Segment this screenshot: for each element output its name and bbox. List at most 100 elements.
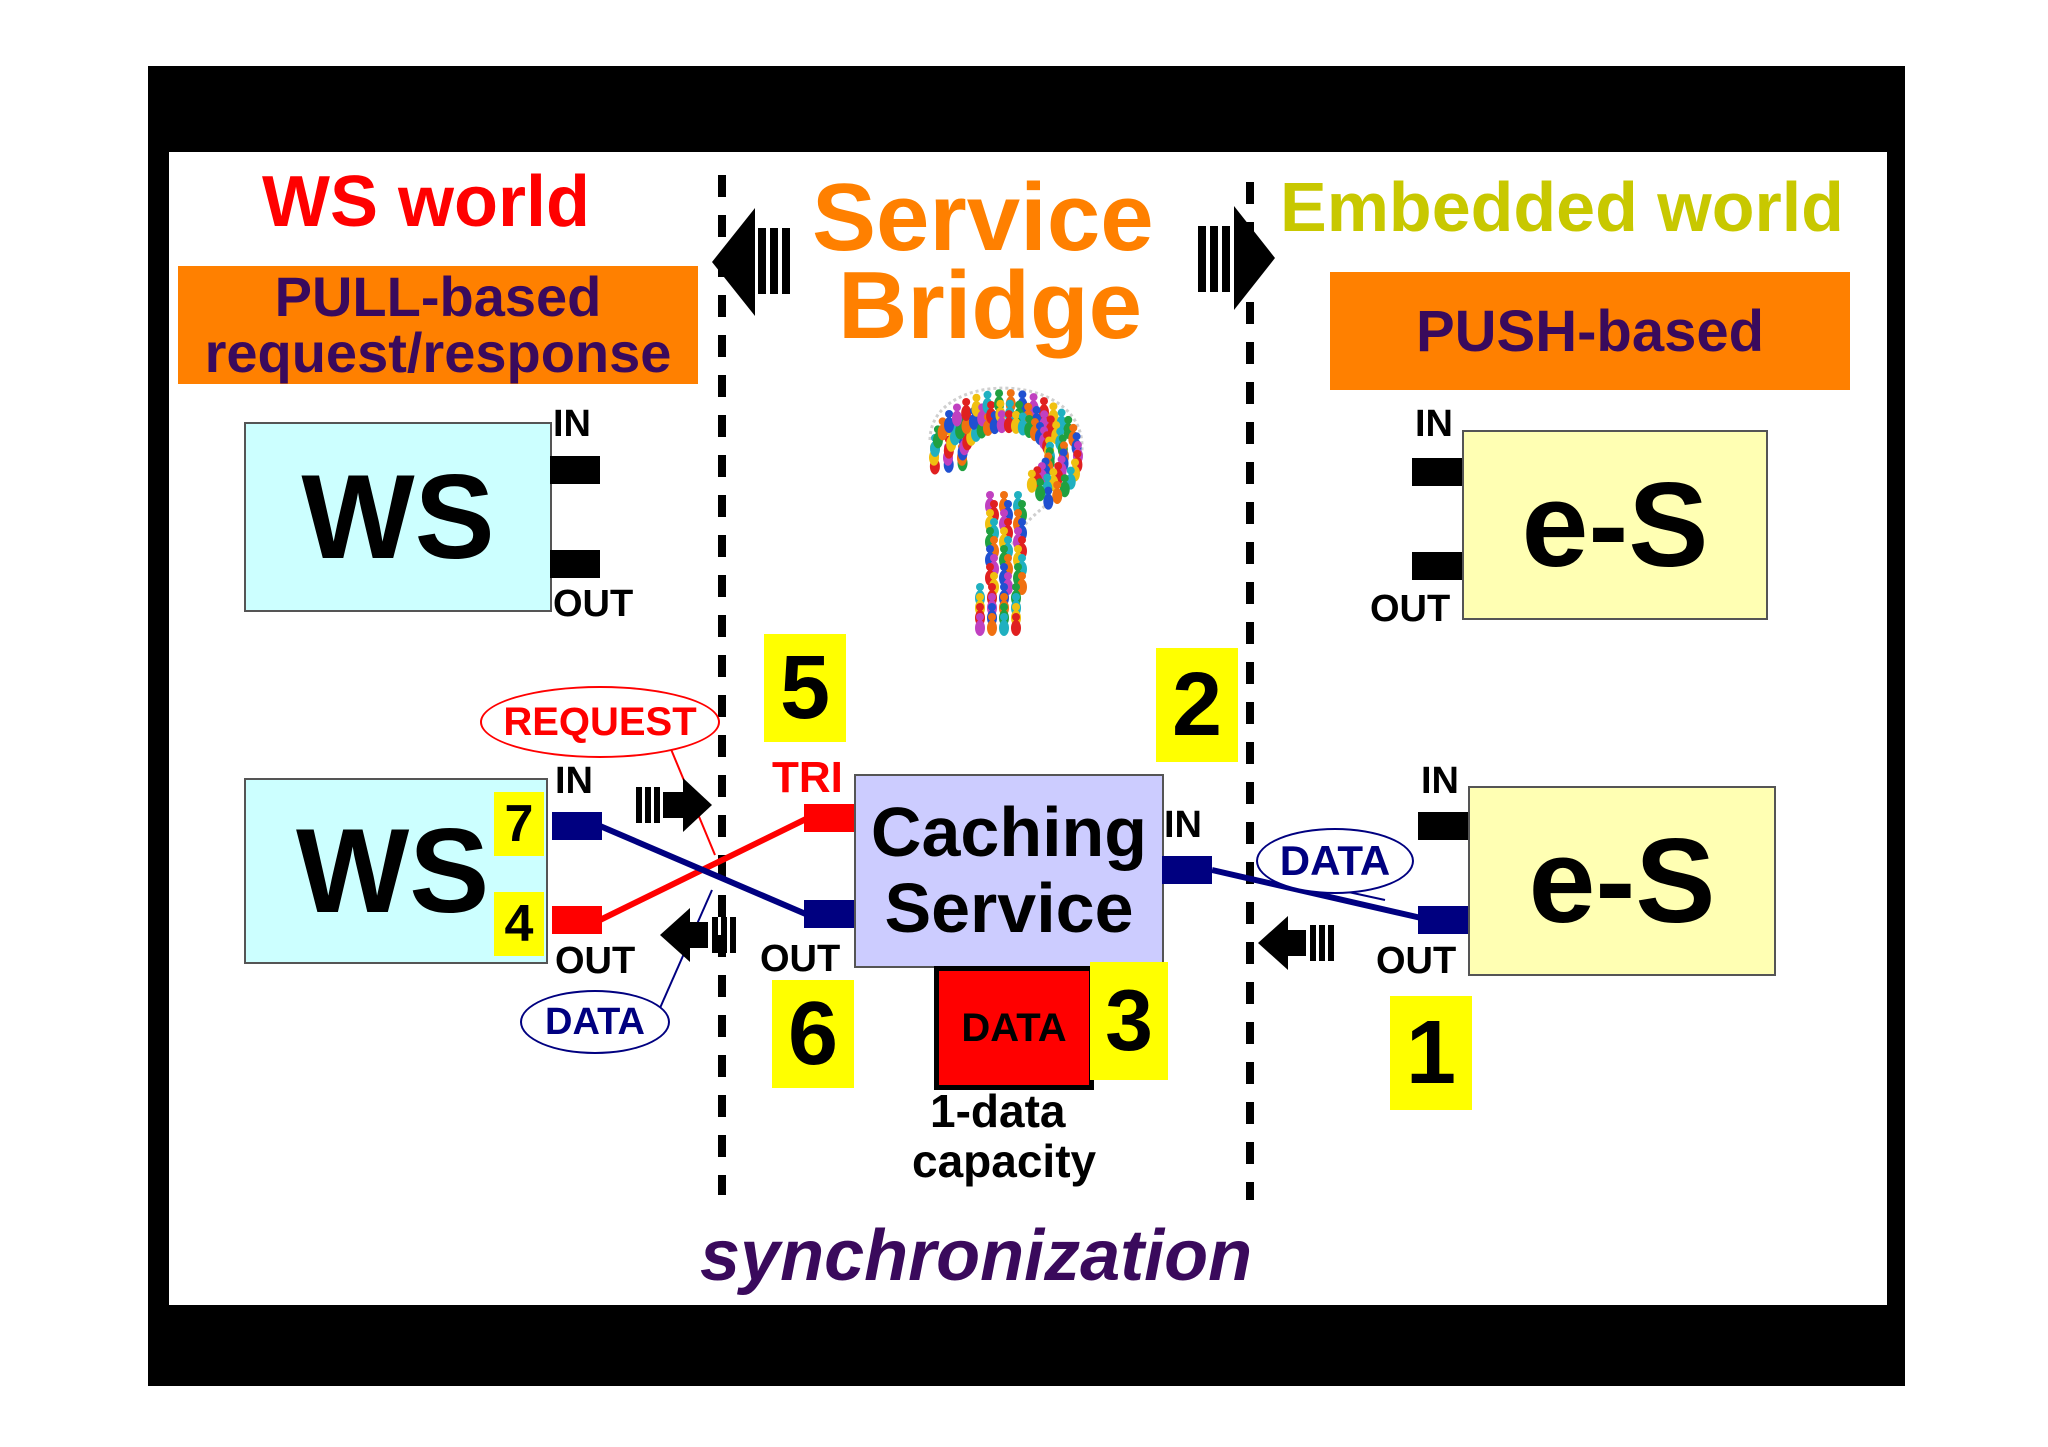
person-figure	[1003, 417, 1014, 434]
wire-data-left	[598, 823, 810, 918]
capacity-line2: capacity	[912, 1135, 1097, 1187]
step-1-badge: 1	[1390, 996, 1472, 1110]
embedded-world-title: Embedded world	[1280, 168, 1844, 246]
person-head	[976, 593, 984, 601]
person-head	[988, 603, 996, 611]
person-figure	[999, 620, 1009, 636]
person-head	[1004, 500, 1012, 508]
person-head	[1052, 421, 1061, 430]
person-head	[1049, 402, 1058, 411]
step-7-badge: 7	[494, 792, 544, 856]
person-head	[1018, 412, 1027, 421]
person-head	[1000, 583, 1008, 591]
person-head	[1027, 469, 1036, 478]
person-head	[1024, 402, 1033, 411]
person-head	[1073, 449, 1082, 458]
caching-out-port	[804, 900, 854, 928]
ws-top-out-port	[550, 550, 600, 578]
person-figure	[1043, 493, 1054, 510]
ws-mode-line2: request/response	[204, 321, 672, 384]
person-figure	[1052, 487, 1063, 504]
person-head	[1064, 415, 1073, 424]
person-figure	[951, 410, 962, 427]
caching-in-label: IN	[1164, 804, 1202, 846]
person-head	[996, 399, 1005, 408]
caching-line2: Service	[884, 869, 1134, 947]
person-head	[986, 527, 994, 535]
person-head	[1070, 458, 1079, 467]
person-head	[990, 500, 998, 508]
person-head	[987, 400, 996, 409]
ws-world-title: WS world	[262, 162, 590, 242]
person-head	[1018, 536, 1026, 544]
person-head	[1014, 527, 1022, 535]
es-top-in-label: IN	[1415, 403, 1453, 445]
bridge-title-line1: Service	[812, 164, 1154, 271]
person-head	[1005, 399, 1014, 408]
person-head	[983, 390, 992, 399]
person-head	[1004, 410, 1013, 419]
person-head	[976, 603, 984, 611]
es-top-out-label: OUT	[1370, 588, 1451, 630]
person-head	[1012, 613, 1020, 621]
es-bottom-in-port	[1418, 812, 1468, 840]
person-head	[1004, 572, 1012, 580]
person-figure	[1059, 481, 1070, 498]
wire-data-right	[1211, 867, 1431, 923]
caching-line1: Caching	[870, 793, 1148, 872]
person-head	[1012, 583, 1020, 591]
person-head	[1057, 408, 1066, 417]
person-head	[1040, 410, 1049, 419]
person-head	[1018, 518, 1026, 526]
ws-bottom-in-port	[552, 812, 602, 840]
person-head	[988, 593, 996, 601]
person-head	[1012, 603, 1020, 611]
ws-bottom-in-label: IN	[555, 760, 593, 802]
person-head	[976, 583, 984, 591]
person-head	[1000, 545, 1008, 553]
person-head	[995, 389, 1004, 398]
person-head	[1006, 389, 1015, 398]
person-head	[1049, 468, 1058, 477]
person-head	[1018, 554, 1026, 562]
person-head	[1056, 427, 1065, 436]
people-figures	[929, 389, 1083, 636]
person-head	[1015, 400, 1024, 409]
person-head	[1004, 536, 1012, 544]
person-head	[997, 410, 1006, 419]
person-figure	[1026, 476, 1037, 493]
caching-out-label: OUT	[760, 938, 841, 980]
person-head	[990, 518, 998, 526]
person-head	[1057, 455, 1066, 464]
ws-world-mode-banner: PULL-based request/response	[178, 266, 698, 384]
step-3-badge: 3	[1090, 962, 1168, 1080]
person-figure	[1017, 579, 1027, 595]
person-figure	[961, 405, 972, 422]
person-head	[1012, 593, 1020, 601]
people-question-mark-icon	[928, 386, 1084, 590]
person-figure	[968, 413, 979, 430]
step-2-badge: 2	[1156, 648, 1238, 762]
person-figure	[1011, 620, 1021, 636]
person-head	[1018, 390, 1027, 399]
person-head	[1018, 500, 1026, 508]
step-6-badge: 6	[772, 980, 854, 1088]
person-head	[988, 613, 996, 621]
person-head	[962, 398, 971, 407]
data-buffer: DATA	[934, 966, 1094, 1090]
person-head	[1014, 563, 1022, 571]
person-head	[1043, 473, 1052, 482]
person-head	[1059, 441, 1068, 450]
person-head	[1000, 563, 1008, 571]
person-head	[1029, 393, 1038, 402]
person-head	[1014, 545, 1022, 553]
person-head	[1054, 462, 1063, 471]
person-head	[1014, 491, 1022, 499]
person-figure	[975, 620, 985, 636]
data-callout-left: DATA	[520, 990, 670, 1054]
person-head	[1069, 423, 1078, 432]
flow-arrow-data-left-icon	[660, 908, 736, 962]
person-head	[1000, 603, 1008, 611]
data-callout-right: DATA	[1256, 828, 1414, 894]
